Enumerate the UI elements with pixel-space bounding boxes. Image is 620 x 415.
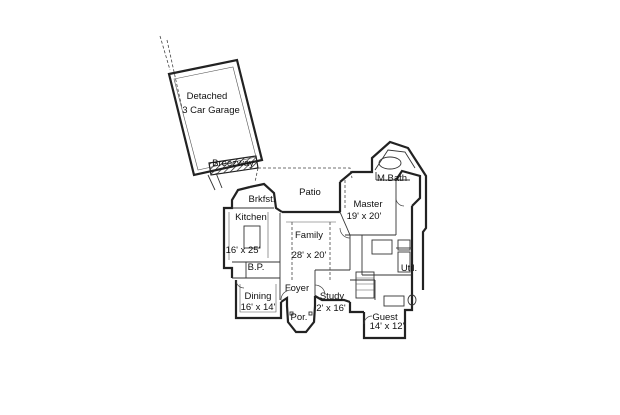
garage: Detached 3 Car Garage (159, 35, 264, 177)
foyer-label: Foyer (285, 283, 309, 294)
breezeway-label: Breezway (212, 158, 254, 169)
patio-label: Patio (299, 187, 321, 198)
study-label: Study (320, 291, 345, 302)
guest-label: Guest (372, 312, 398, 323)
kitchen-size-label: 16' x 25' (226, 245, 261, 256)
kitchen-label: Kitchen (235, 212, 267, 223)
master-size-label: 19' x 20' (347, 211, 382, 222)
garage-label-line2: 3 Car Garage (182, 105, 240, 116)
house-outline (222, 140, 428, 340)
family-label: Family (295, 230, 323, 241)
study-size-label: 2' x 16' (316, 303, 346, 314)
dining-size-label: 16' x 14' (241, 302, 276, 313)
util-label: Util. (401, 263, 417, 274)
bp-label: B.P. (248, 262, 265, 273)
porch-label: Por. (291, 312, 308, 323)
dining-label: Dining (245, 291, 272, 302)
room-labels: M.Bath Master 19' x 20' Brkfst. Kitchen … (226, 173, 418, 332)
breezeway: Breezway (207, 155, 259, 191)
interior-walls (232, 172, 412, 300)
brkfst-label: Brkfst. (249, 194, 276, 205)
patio: Patio (254, 167, 353, 210)
master-label: Master (353, 199, 382, 210)
mbath-label: M.Bath (377, 173, 407, 184)
guest-size-label: 14' x 12' (370, 321, 405, 332)
family-size-label: 28' x 20' (292, 250, 327, 261)
fixtures (228, 156, 417, 325)
garage-label-line1: Detached (187, 91, 228, 102)
